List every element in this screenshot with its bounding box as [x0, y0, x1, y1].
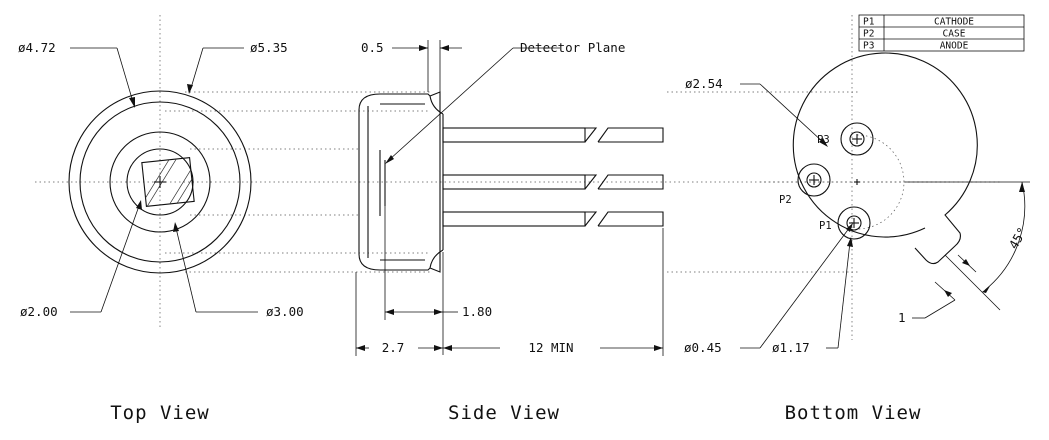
side-view-dim-height: 1.80: [462, 304, 492, 319]
side-view-title: Side View: [448, 402, 560, 424]
side-view-can-outline: [358, 93, 431, 271]
pin-table-pin-2: P2: [863, 29, 874, 40]
top-view-detector-chip: [141, 157, 195, 207]
top-view-active-circle: [126, 148, 194, 216]
top-view-title: Top View: [110, 402, 210, 424]
side-view-dim-body: 2.7: [382, 340, 405, 355]
bottom-view-pin-2-label: P2: [779, 194, 792, 206]
side-view-dim-flange: 0.5: [361, 40, 384, 55]
top-view: ø4.72 ø5.35 ø2.00 ø3.00: [18, 40, 304, 319]
pin-table: P1 CATHODE P2 CASE P3 ANODE: [858, 14, 1025, 52]
bottom-view: P3 P2 P1 ø2.54 ø0.45 ø1.17 1 45°: [684, 52, 1030, 355]
top-view-dim-outer: ø5.35: [250, 40, 288, 55]
pin-table-pin-1: P1: [863, 17, 875, 28]
bottom-view-title: Bottom View: [785, 402, 922, 424]
bottom-view-dim-tab: 1: [898, 310, 906, 325]
side-view: 0.5 Detector Plane 1.80 2.7 12 MIN: [355, 40, 664, 356]
pin-table-function-1: CATHODE: [934, 17, 974, 28]
top-view-dim-cap: ø4.72: [18, 40, 56, 55]
side-view-dim-leads: 12 MIN: [528, 340, 573, 355]
top-view-window-hatch: [141, 157, 195, 207]
side-view-detector-plane: Detector Plane: [520, 40, 625, 55]
bottom-view-pin-1: [837, 206, 871, 240]
top-view-cap-circle: [79, 101, 241, 263]
projection-lines: [35, 15, 1000, 340]
bottom-view-pin-2: [797, 163, 831, 197]
bottom-view-dim-angle: 45°: [1006, 224, 1030, 251]
pin-table-function-3: ANODE: [940, 41, 969, 52]
bottom-view-pin-3: [840, 122, 874, 156]
top-view-outer-circle: [68, 90, 252, 274]
pin-table-function-2: CASE: [943, 29, 966, 40]
top-view-window-circle: [109, 131, 211, 233]
bottom-view-dim-pad: ø1.17: [772, 340, 810, 355]
top-view-dim-window: ø3.00: [266, 304, 304, 319]
top-view-dim-active: ø2.00: [20, 304, 58, 319]
pin-table-pin-3: P3: [863, 41, 874, 52]
bottom-view-dim-lead: ø0.45: [684, 340, 722, 355]
bottom-view-header-outline: [792, 52, 978, 265]
bottom-view-pin-1-label: P1: [819, 220, 832, 232]
side-view-leads: [442, 127, 664, 227]
bottom-view-dim-pin-circle: ø2.54: [685, 76, 723, 91]
